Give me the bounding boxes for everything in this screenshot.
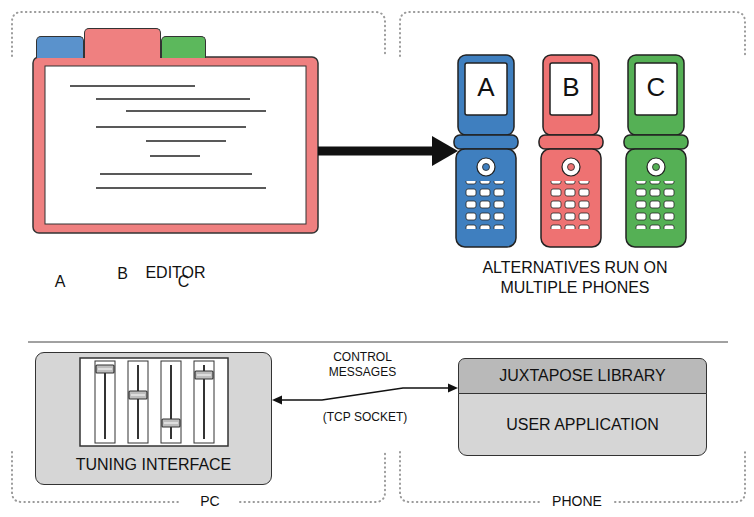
editor-window: EDITORABC — [33, 28, 318, 233]
connector — [318, 136, 458, 166]
alternative-letter: B — [543, 67, 599, 107]
connector-line — [280, 388, 450, 400]
editor-window — [33, 57, 318, 233]
alternative-letter: C — [162, 273, 205, 291]
tuning-box: TUNING INTERFACE — [35, 352, 272, 485]
application-box: USER APPLICATION — [458, 393, 707, 456]
library-box: JUXTAPOSE LIBRARY — [458, 358, 707, 394]
connector-line — [318, 147, 437, 156]
alternative-letter: A — [37, 273, 83, 291]
alternative-letter: C — [628, 67, 684, 107]
box-title: USER APPLICATION — [506, 416, 659, 434]
region-label: PHONE — [542, 493, 612, 511]
phone: C — [628, 55, 684, 247]
slider-illustration — [79, 357, 229, 449]
connector — [272, 384, 458, 405]
edge-label: CONTROL MESSAGES — [315, 350, 411, 380]
editor-tab: C — [161, 36, 206, 58]
arrow-head — [272, 396, 282, 405]
region-bracket — [12, 12, 745, 502]
caption-label: ALTERNATIVES RUN ON MULTIPLE PHONES — [467, 258, 683, 298]
editor-tab: A — [36, 36, 84, 58]
arrow-head — [432, 136, 458, 166]
editor-tab: B — [84, 28, 161, 58]
protocol-label: (TCP SOCKET) — [315, 410, 415, 425]
phone: A — [458, 55, 514, 247]
alternative-letter: A — [458, 67, 514, 107]
editor-heading: EDITOR — [33, 264, 318, 282]
box-title: TUNING INTERFACE — [76, 456, 232, 474]
phone: B — [543, 55, 599, 247]
box-title: JUXTAPOSE LIBRARY — [499, 367, 666, 385]
phone-illustration — [454, 55, 688, 247]
arrow-head — [448, 384, 458, 393]
alternative-letter: B — [85, 265, 160, 283]
separator-line — [28, 342, 728, 343]
region-label: PC — [185, 493, 235, 511]
